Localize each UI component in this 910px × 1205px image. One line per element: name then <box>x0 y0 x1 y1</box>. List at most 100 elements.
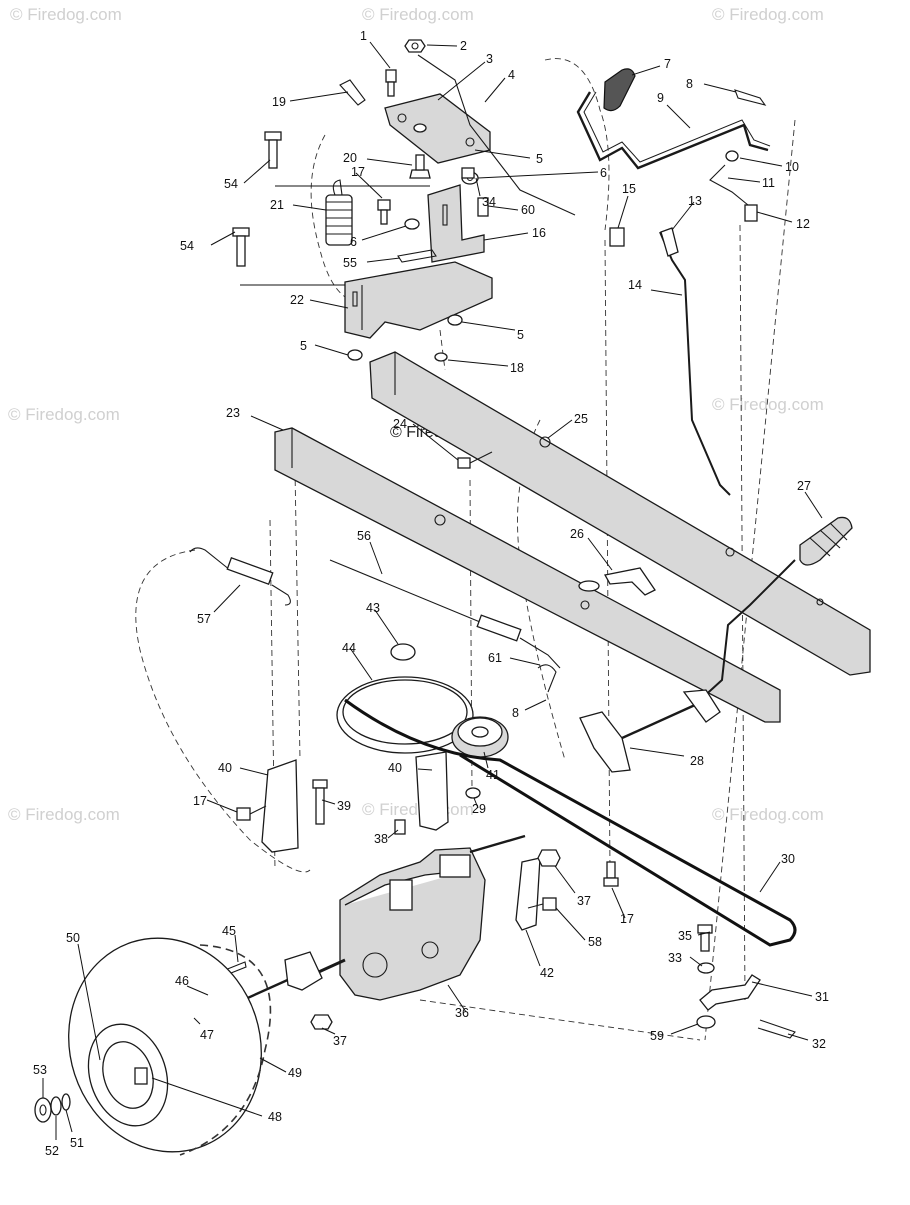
transaxle-36 <box>231 834 526 1007</box>
spring-21 <box>325 179 353 246</box>
washer-10 <box>725 150 739 162</box>
ferrule-12 <box>744 204 758 222</box>
callout-29: 29 <box>472 802 486 816</box>
callout-44: 44 <box>342 641 356 655</box>
nut-5-low <box>347 349 363 361</box>
callout-2: 2 <box>460 39 467 53</box>
bolt-35 <box>697 924 713 952</box>
watermark-low-right: © Firedog.com <box>712 805 824 824</box>
callout-1: 1 <box>360 29 367 43</box>
callout-3: 3 <box>486 52 493 66</box>
leader-lines <box>42 41 823 1140</box>
washer-5-upper <box>413 123 427 133</box>
callout-54-a: 54 <box>224 177 238 191</box>
clip-8-lower <box>537 664 557 693</box>
callout-43: 43 <box>366 601 380 615</box>
spring-57 <box>189 547 291 606</box>
callout-37-b: 37 <box>333 1034 347 1048</box>
callout-8-b: 8 <box>512 706 519 720</box>
rod-56 <box>329 559 481 623</box>
callout-38: 38 <box>374 832 388 846</box>
callout-37-a: 37 <box>577 894 591 908</box>
watermark-top-left: © Firedog.com <box>10 5 122 24</box>
callout-52: 52 <box>45 1144 59 1158</box>
nut-5-mid <box>447 314 463 326</box>
callout-6-a: 6 <box>600 166 607 180</box>
bracket-26 <box>603 567 656 596</box>
callout-6-b: 6 <box>350 235 357 249</box>
callout-17-b: 17 <box>193 794 207 808</box>
callout-58: 58 <box>588 935 602 949</box>
callout-7: 7 <box>664 57 671 71</box>
part-15 <box>609 227 625 247</box>
callout-35: 35 <box>678 929 692 943</box>
callout-13: 13 <box>688 194 702 208</box>
bracket-42 <box>515 857 541 931</box>
link-11 <box>709 164 749 206</box>
clip-32 <box>757 1019 796 1039</box>
watermark-top-center: © Firedog.com <box>362 5 474 24</box>
callout-5-c: 5 <box>300 339 307 353</box>
callout-22: 22 <box>290 293 304 307</box>
bracket-16 <box>427 184 485 263</box>
callout-14: 14 <box>628 278 642 292</box>
callout-50: 50 <box>66 931 80 945</box>
callout-40-a: 40 <box>218 761 232 775</box>
bolt-1 <box>385 69 397 97</box>
callout-17-a: 17 <box>351 165 365 179</box>
nut-34 <box>461 167 475 179</box>
washer-43 <box>390 643 416 661</box>
part-38 <box>394 819 406 835</box>
drive-belt-30 <box>344 698 797 947</box>
callout-41: 41 <box>486 768 500 782</box>
callout-53: 53 <box>33 1063 47 1077</box>
bracket-40-right <box>415 751 449 831</box>
bracket-31 <box>699 974 761 1011</box>
frame-rails <box>274 351 871 723</box>
wheel-hub <box>134 1067 148 1085</box>
callout-55: 55 <box>343 256 357 270</box>
watermark-mid-left: © Firedog.com <box>8 405 120 424</box>
callout-25: 25 <box>574 412 588 426</box>
callout-42: 42 <box>540 966 554 980</box>
shift-knob <box>603 68 636 112</box>
callout-19: 19 <box>272 95 286 109</box>
grip-27 <box>799 516 853 566</box>
spring-61 <box>476 614 561 669</box>
callout-61: 61 <box>488 651 502 665</box>
bolt-24 <box>457 451 493 469</box>
callout-49: 49 <box>288 1066 302 1080</box>
callout-60: 60 <box>521 203 535 217</box>
nut-29 <box>465 787 481 799</box>
watermark-low-center: © Firedog.com <box>362 800 474 819</box>
callout-10: 10 <box>785 160 799 174</box>
nut-37-lower <box>310 1014 333 1030</box>
nut-2 <box>404 39 426 53</box>
callout-12: 12 <box>796 217 810 231</box>
callout-40-b: 40 <box>388 761 402 775</box>
callout-56: 56 <box>357 529 371 543</box>
bolt-60 <box>477 197 489 217</box>
bolt-17-left <box>236 805 267 821</box>
part-55 <box>397 249 437 263</box>
washer-6-lower <box>404 218 420 230</box>
idler-pulley-41 <box>451 716 509 758</box>
callout-21: 21 <box>270 198 284 212</box>
callout-31: 31 <box>815 990 829 1004</box>
callout-24: 24 <box>393 417 407 431</box>
nut-59 <box>696 1015 716 1029</box>
callout-27: 27 <box>797 479 811 493</box>
rod-end-13 <box>660 227 679 257</box>
bracket-22 <box>344 261 493 339</box>
callout-8-a: 8 <box>686 77 693 91</box>
pulley-44 <box>336 676 474 754</box>
shift-rod <box>417 54 576 216</box>
control-rod-14 <box>659 231 731 496</box>
callout-47: 47 <box>200 1028 214 1042</box>
shift-lever <box>576 91 769 170</box>
callout-26: 26 <box>570 527 584 541</box>
callout-57: 57 <box>197 612 211 626</box>
bolt-17-right <box>603 861 619 887</box>
